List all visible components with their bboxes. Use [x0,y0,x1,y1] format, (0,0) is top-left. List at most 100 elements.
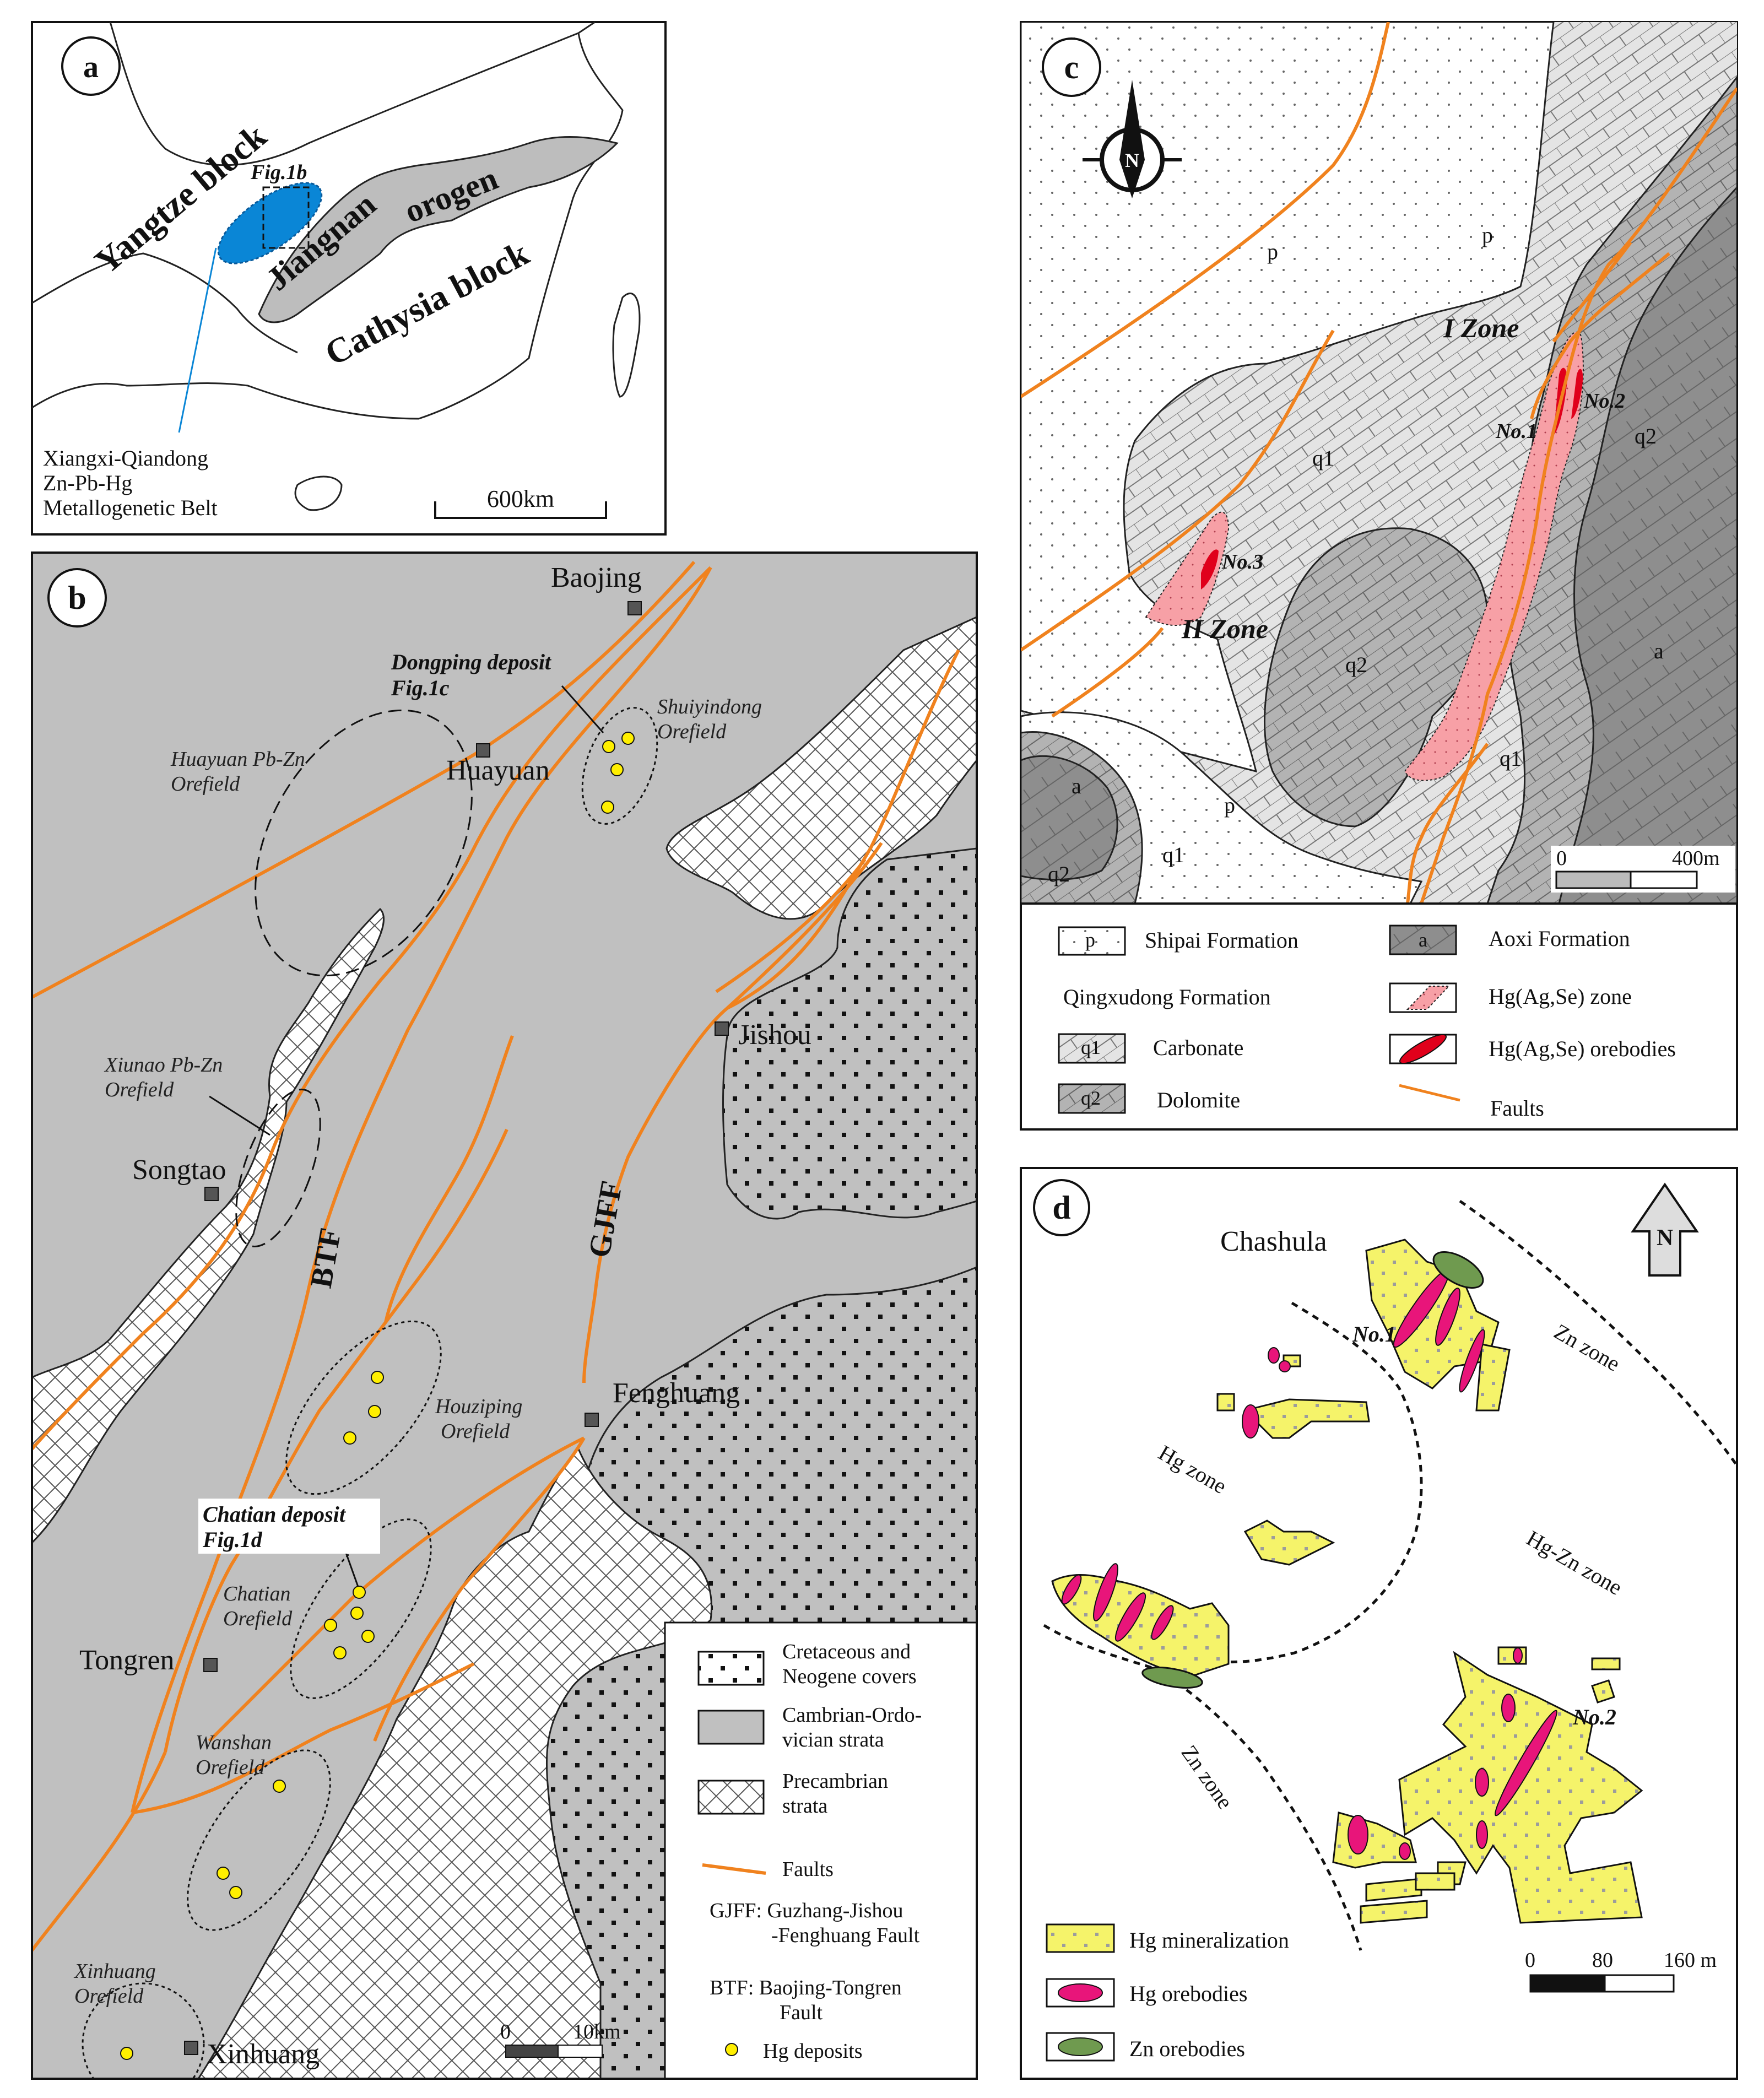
chatian-leader [343,1548,359,1587]
legend-c-dolomite-swatch [1058,1083,1126,1114]
city-songtao: Songtao [132,1154,226,1186]
panel-d-scale-160: 160 m [1664,1949,1717,1972]
orebody-no3-label: No.3 [1221,550,1263,574]
panel-c-scale-400m: 400m [1672,847,1720,870]
legend-precambrian-1: Precambrian [782,1770,888,1793]
panel-b-letter-circle [47,568,107,628]
city-baojing: Baojing [551,562,642,593]
panel-a-coastline [31,21,624,420]
legend-gjff-2: -Fenghuang Fault [771,1924,920,1947]
panel-c-a-2: a [1072,774,1081,798]
panel-b-scale [505,2045,603,2058]
aoxi-formation-east [1558,186,1737,904]
panel-d-letter-circle [1033,1179,1090,1236]
zone-boundaries [1043,1199,1739,1951]
orefield-xinhuang-2: Orefield [74,1985,144,2008]
legend-c-carbonate: Carbonate [1153,1035,1243,1060]
city-jishou: Jishou [738,1019,811,1051]
city-tongren: Tongren [79,1645,175,1676]
legend-precambrian-swatch [697,1780,765,1815]
panel-c-letter: c [1064,49,1079,85]
legend-cretaceous-swatch [697,1651,765,1686]
city-xinhuang: Xinhuang [207,2038,320,2070]
panel-c-q2-2: q2 [1635,424,1657,448]
panel-c-scale-dark [1555,870,1632,889]
panel-c-q2-3: q2 [1048,862,1070,886]
legend-c-hgzone: Hg(Ag,Se) zone [1489,984,1632,1009]
panel-d-compass-n: N [1657,1225,1673,1251]
panel-b-frame [31,551,978,2080]
panel-a-scale-bar [434,501,607,519]
panel-d-no2: No.2 [1572,1705,1616,1729]
panel-b-scale-10km: 10km [573,2020,621,2043]
xiangxi-belt-shape [217,182,323,264]
legend-c-hgore: Hg(Ag,Se) orebodies [1489,1036,1676,1061]
orefield-xiunao-1: Xiunao Pb-Zn [104,1053,223,1077]
panel-d-letter: d [1052,1189,1070,1226]
city-squares [184,601,729,2055]
hg-mineralization-shapes [1051,1239,1643,1924]
legend-c-sym-q1: q1 [1081,1036,1101,1058]
chashula-label: Chashula [1220,1226,1327,1257]
legend-c-aoxi-swatch [1389,924,1457,955]
orefield-chatian-2: Orefield [223,1607,293,1630]
legend-btf-2: Fault [780,2001,823,2024]
legend-faults: Faults [782,1858,834,1881]
panel-d-no1: No.1 [1352,1322,1396,1347]
hg-orebody-shapes [1061,1269,1557,1860]
chatian-label-1: Chatian deposit [203,1502,347,1527]
dongping-label-1: Dongping deposit [391,650,552,674]
legend-gjff-1: GJFF: Guzhang-Jishou [710,1899,903,1922]
panel-c-p-3: p [1224,793,1235,818]
orefield-houziping-2: Orefield [441,1420,510,1443]
panel-b-legend-box [664,1621,977,2079]
legend-hg-deposits: Hg deposits [763,2040,863,2063]
legend-c-sym-a: a [1419,929,1427,951]
zone-ii-label: II Zone [1181,613,1268,644]
fig1b-label: Fig.1b [250,161,307,184]
legend-c-hgzone-shape [1406,986,1451,1010]
legend-precambrian-2: strata [782,1794,827,1818]
panel-d-scale-80: 80 [1592,1949,1613,1972]
zone-i-label: I Zone [1443,312,1519,343]
panel-d: d N [1020,1167,1739,2080]
legend-c-shipai: Shipai Formation [1145,928,1298,953]
chatian-label-2: Fig.1d [202,1527,263,1552]
legend-c-faults: Faults [1490,1096,1544,1121]
legend-d-hgore: Hg orebodies [1129,1981,1247,2006]
orefield-wanshan-1: Wanshan [196,1731,272,1754]
hg-deposit-dots [120,732,635,2060]
hg-zone-i [1404,331,1584,781]
panel-c-compass-n: N [1125,149,1139,171]
panel-b-letter: b [68,580,86,616]
panel-b: Baojing Huayuan Jishou Songtao Fenghuang… [31,551,978,2080]
panel-a-letter: a [83,50,99,84]
belt-label-line2: Zn-Pb-Hg [43,471,132,495]
panel-a-scale-label: 600km [487,485,554,512]
panel-d-scale-light [1604,1974,1675,1993]
orebody-no1-label: No.1 [1495,420,1537,443]
belt-leader-line [178,247,217,433]
orefield-xiunao-2: Orefield [105,1078,174,1101]
legend-c-aoxi: Aoxi Formation [1489,926,1630,951]
dongping-leader [561,685,604,733]
legend-d-hgmin: Hg mineralization [1129,1928,1289,1953]
legend-d-hgore-shape [1058,1983,1103,2002]
dolomite-q2-center [1264,527,1489,828]
fig1b-box [262,186,310,249]
legend-d-hgmin-swatch [1046,1923,1115,1953]
orefield-outlines [82,707,658,2079]
taiwan-island [612,293,641,398]
faults-c [1021,22,1737,904]
panel-c-p-2: p [1482,223,1493,247]
panel-c-q2-1: q2 [1345,652,1367,677]
legend-cambrian-swatch [697,1710,765,1745]
legend-cretaceous-1: Cretaceous and [782,1640,911,1663]
belt-label-line1: Xiangxi-Qiandong [43,446,208,471]
panel-c-a-1: a [1654,639,1664,663]
legend-c-sym-q2: q2 [1081,1087,1101,1109]
zn-orebody-shapes [1141,1251,1484,1689]
chatian-label-box [198,1499,380,1554]
panel-c-compass [1083,80,1182,198]
